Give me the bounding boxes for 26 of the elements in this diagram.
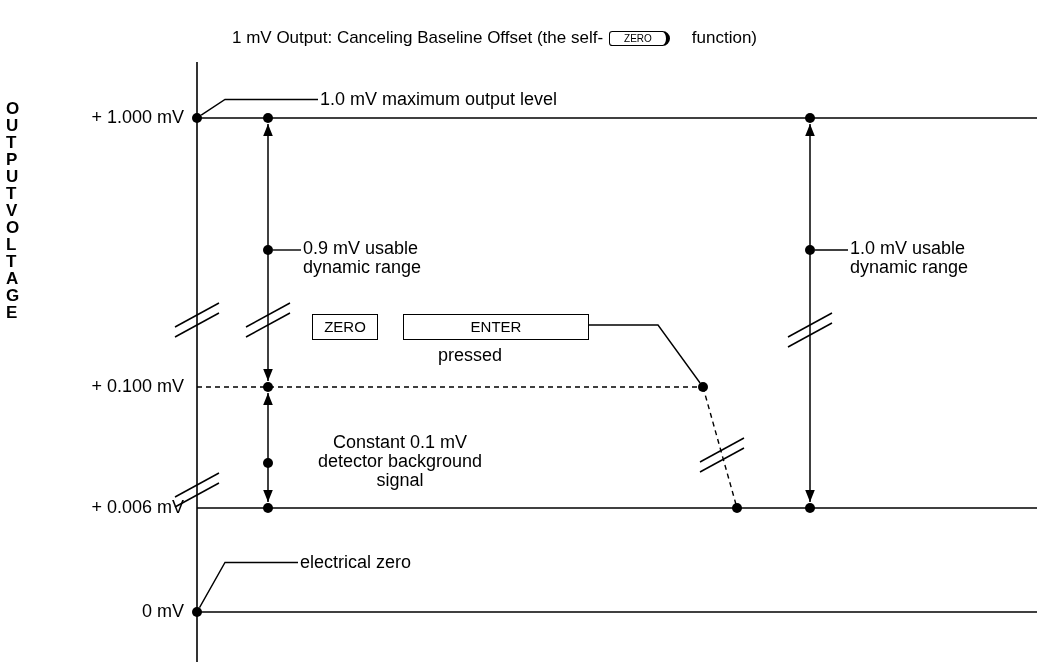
key-symbol: ZERO bbox=[609, 30, 670, 46]
node-label: pressed bbox=[438, 345, 503, 366]
tick-label: + 1.000 mV bbox=[90, 107, 184, 128]
key-box: ENTER bbox=[403, 314, 589, 340]
tick-label: + 0.006 mV bbox=[90, 497, 184, 518]
callout-text: electrical zero bbox=[300, 552, 412, 573]
callout-text: 1.0 mV maximum output level bbox=[320, 89, 558, 110]
leader-line bbox=[272, 249, 302, 251]
tick-label: 0 mV bbox=[141, 601, 184, 622]
key-box: ZERO bbox=[312, 314, 378, 340]
dot bbox=[805, 245, 815, 255]
title: function) bbox=[691, 28, 758, 48]
annotation-text: Constant 0.1 mV detector background signal bbox=[316, 433, 484, 490]
dot bbox=[263, 245, 273, 255]
leader-line bbox=[588, 324, 701, 384]
axis-title: OUTPUT VOLTAGE bbox=[6, 100, 20, 321]
callout-text: 0.9 mV usable dynamic range bbox=[303, 239, 463, 277]
leader-line bbox=[814, 249, 849, 251]
dot bbox=[192, 113, 202, 123]
leader-line bbox=[198, 561, 299, 609]
tick-label: + 0.100 mV bbox=[90, 376, 184, 397]
leader-line bbox=[200, 98, 319, 116]
title: 1 mV Output: Canceling Baseline Offset (the self- bbox=[232, 28, 604, 48]
callout-text: 1.0 mV usable dynamic range bbox=[850, 239, 1020, 277]
dot bbox=[192, 607, 202, 617]
dot bbox=[698, 382, 708, 392]
